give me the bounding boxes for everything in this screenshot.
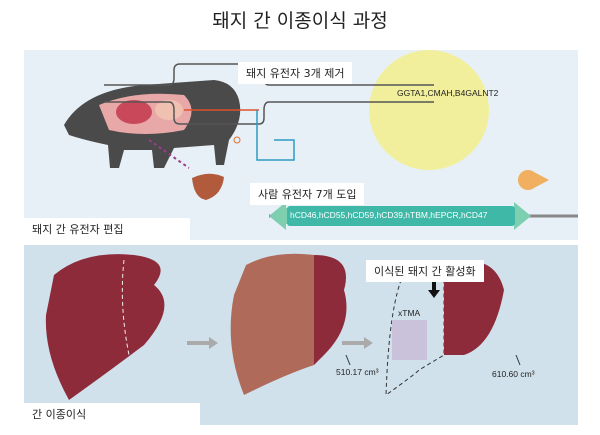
dotted-arrow (148, 139, 190, 169)
down-arrow-icon (428, 280, 440, 298)
knockin-genes: hCD46,hCD55,hCD59,hCD39,hTBM,hEPCR,hCD47 (290, 210, 488, 220)
panel-label: 돼지 간 유전자 편집 (24, 218, 190, 240)
scissors-icon (233, 136, 241, 144)
xtma-image (392, 320, 427, 360)
dashed-outline (385, 264, 445, 396)
knockout-label: 돼지 유전자 3개 제거 (238, 62, 353, 84)
liver-illustration (45, 253, 521, 400)
liver-1 (45, 254, 165, 400)
pacman-icon (518, 170, 549, 190)
knockout-genes: GGTA1,CMAH,B4GALNT2 (397, 88, 499, 98)
xtma-label: xTMA (398, 308, 421, 318)
gene-editing-panel: 돼지 유전자 3개 제거 GGTA1,CMAH,B4GALNT2 사람 유전자 … (24, 50, 578, 240)
liver-3 (444, 260, 504, 355)
page-title: 돼지 간 이종이식 과정 (212, 10, 388, 32)
yellow-circle (369, 50, 489, 170)
arrow-1 (187, 337, 218, 349)
small-liver (192, 173, 224, 200)
liver-2-graft (314, 255, 347, 365)
volume-2: 610.60 cm³ (492, 369, 535, 379)
activation-label: 이식된 돼지 간 활성화 (366, 260, 484, 282)
volume-1: 510.17 cm³ (336, 367, 379, 377)
arrow-2 (342, 337, 373, 349)
xenotransplant-panel: 이식된 돼지 간 활성화 xTMA 510.17 cm³ 610.60 cm³ … (24, 245, 578, 425)
knockin-label: 사람 유전자 7개 도입 (250, 183, 365, 205)
liver-2 (230, 253, 314, 395)
panel-label: 간 이종이식 (24, 403, 200, 425)
